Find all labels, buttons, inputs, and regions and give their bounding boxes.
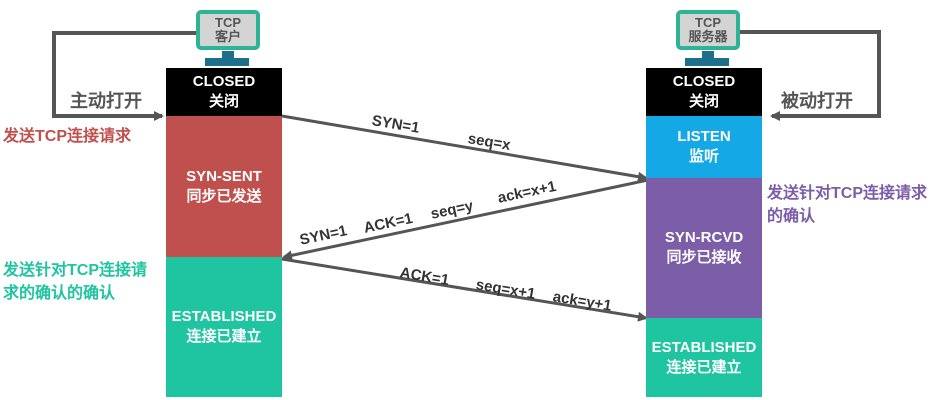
server-note-ack-2: 的确认	[767, 208, 816, 225]
client-state-syn-sent: SYN-SENT 同步已发送	[166, 116, 282, 257]
client-state-closed: CLOSED 关闭	[166, 68, 282, 116]
message-2-arrow	[282, 178, 649, 261]
message-3-arrow	[281, 257, 648, 322]
client-device-label-2: 客户	[214, 29, 241, 44]
state-name: CLOSED	[672, 73, 736, 90]
state-name-cn: 监听	[688, 148, 719, 165]
state-name-cn: 连接已建立	[666, 358, 742, 376]
client-note-ack-of-ack-1: 发送针对TCP连接请	[3, 262, 148, 279]
server-state-listen: LISTEN 监听	[646, 116, 762, 178]
server-passive-open-label: 被动打开	[781, 91, 853, 111]
server-monitor-base	[685, 58, 729, 66]
state-name-cn: 同步已发送	[186, 187, 262, 205]
client-note-send-request: 发送TCP连接请求	[3, 128, 132, 145]
state-name-cn: 关闭	[688, 93, 719, 110]
state-name: ESTABLISHED	[171, 308, 277, 325]
state-name-cn: 连接已建立	[186, 328, 262, 345]
client-monitor-base	[205, 58, 249, 66]
client-monitor-stand	[222, 51, 234, 59]
state-name-cn: 关闭	[208, 93, 239, 110]
server-device-label-2: 服务器	[688, 29, 728, 44]
state-name: LISTEN	[677, 128, 731, 145]
state-name: CLOSED	[192, 73, 256, 90]
client-active-open-label: 主动打开	[70, 91, 142, 111]
state-name-cn: 同步已接收	[666, 249, 742, 266]
state-name: SYN-RCVD	[664, 229, 744, 246]
client-open-loop-arrow	[52, 31, 196, 121]
server-state-established: ESTABLISHED 连接已建立	[646, 318, 762, 397]
server-state-closed: CLOSED 关闭	[646, 68, 762, 116]
client-device-label-1: TCP	[215, 15, 241, 30]
server-note-ack-1: 发送针对TCP连接请求	[767, 185, 928, 202]
server-monitor-stand	[702, 51, 714, 59]
server-monitor-icon: TCP 服务器	[676, 10, 740, 50]
server-open-loop-arrow	[735, 30, 881, 121]
client-state-established: ESTABLISHED 连接已建立	[166, 257, 282, 397]
state-name: SYN-SENT	[186, 167, 262, 185]
server-state-syn-rcvd: SYN-RCVD 同步已接收	[646, 178, 762, 318]
message-1-arrow	[281, 114, 648, 182]
state-name: ESTABLISHED	[651, 338, 757, 356]
server-device-label-1: TCP	[695, 15, 721, 30]
client-monitor-icon: TCP 客户	[196, 10, 260, 50]
client-note-ack-of-ack-2: 求的确认的确认	[3, 285, 116, 302]
